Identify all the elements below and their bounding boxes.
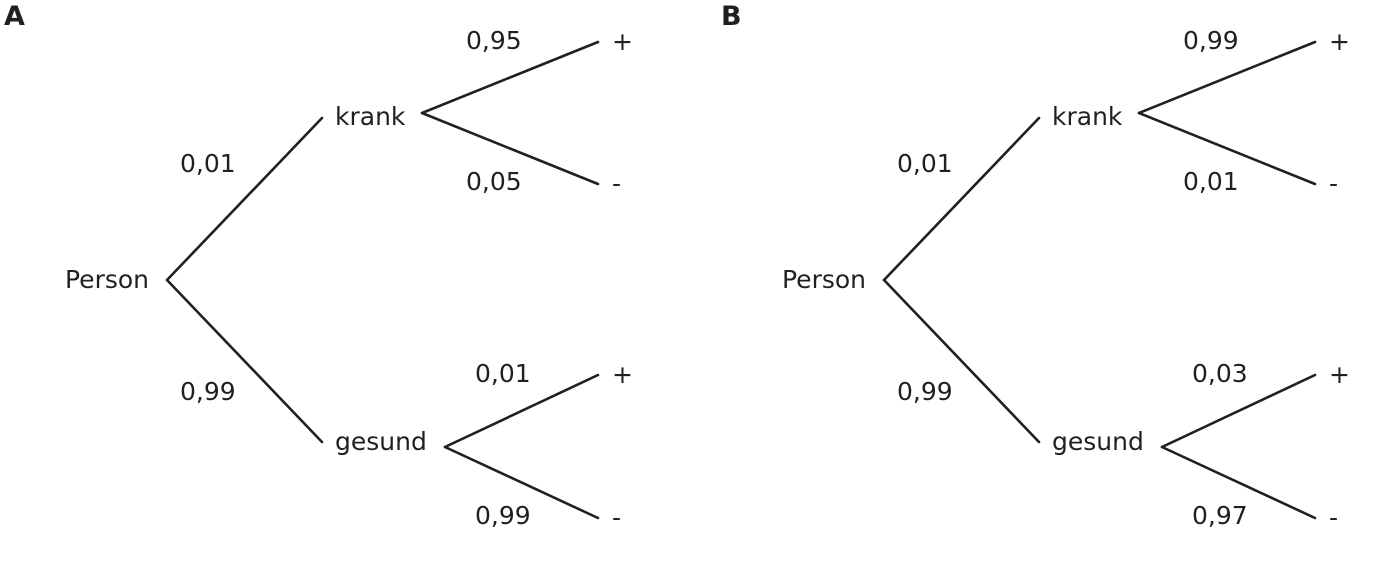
panel-letter: A [4, 1, 25, 32]
branch-prob-krank: 0,01 [180, 149, 236, 178]
panel-b: B Person 0,01 0,99 krank gesund 0,99 0,0… [721, 1, 1350, 532]
outcome-prob-gesund-minus: 0,97 [1192, 501, 1248, 530]
outcome-label-krank-plus: + [1329, 27, 1350, 56]
node-label-gesund: gesund [335, 427, 427, 456]
outcome-label-gesund-plus: + [612, 360, 633, 389]
edge-krank-to-minus [420, 111, 600, 186]
branch-prob-krank: 0,01 [897, 149, 953, 178]
node-label-gesund: gesund [1052, 427, 1144, 456]
branch-prob-gesund: 0,99 [897, 377, 953, 406]
edge-gesund-to-minus [443, 445, 600, 520]
edge-gesund-to-plus [1160, 373, 1317, 449]
outcome-label-gesund-plus: + [1329, 360, 1350, 389]
edge-root-to-krank [882, 116, 1041, 282]
outcome-prob-krank-minus: 0,05 [466, 167, 522, 196]
root-node-label: Person [65, 265, 149, 294]
outcome-label-gesund-minus: - [1329, 503, 1338, 532]
edge-root-to-gesund [882, 278, 1041, 444]
node-label-krank: krank [1052, 102, 1123, 131]
panel-a: A Person 0,01 0,99 krank gesund 0,95 0,0… [4, 1, 633, 532]
root-node-label: Person [782, 265, 866, 294]
node-label-krank: krank [335, 102, 406, 131]
edge-krank-to-minus [1137, 111, 1317, 186]
branch-prob-gesund: 0,99 [180, 377, 236, 406]
edge-gesund-to-plus [443, 373, 600, 449]
panel-letter: B [721, 1, 742, 32]
outcome-label-krank-minus: - [612, 169, 621, 198]
edge-krank-to-plus [1137, 40, 1317, 115]
outcome-prob-krank-minus: 0,01 [1183, 167, 1239, 196]
outcome-label-gesund-minus: - [612, 503, 621, 532]
edge-gesund-to-minus [1160, 445, 1317, 520]
outcome-prob-krank-plus: 0,99 [1183, 26, 1239, 55]
outcome-label-krank-minus: - [1329, 169, 1338, 198]
edge-root-to-krank [165, 116, 324, 282]
edge-root-to-gesund [165, 278, 324, 444]
outcome-prob-krank-plus: 0,95 [466, 26, 522, 55]
outcome-prob-gesund-minus: 0,99 [475, 501, 531, 530]
outcome-prob-gesund-plus: 0,01 [475, 359, 531, 388]
edge-krank-to-plus [420, 40, 600, 115]
outcome-prob-gesund-plus: 0,03 [1192, 359, 1248, 388]
outcome-label-krank-plus: + [612, 27, 633, 56]
